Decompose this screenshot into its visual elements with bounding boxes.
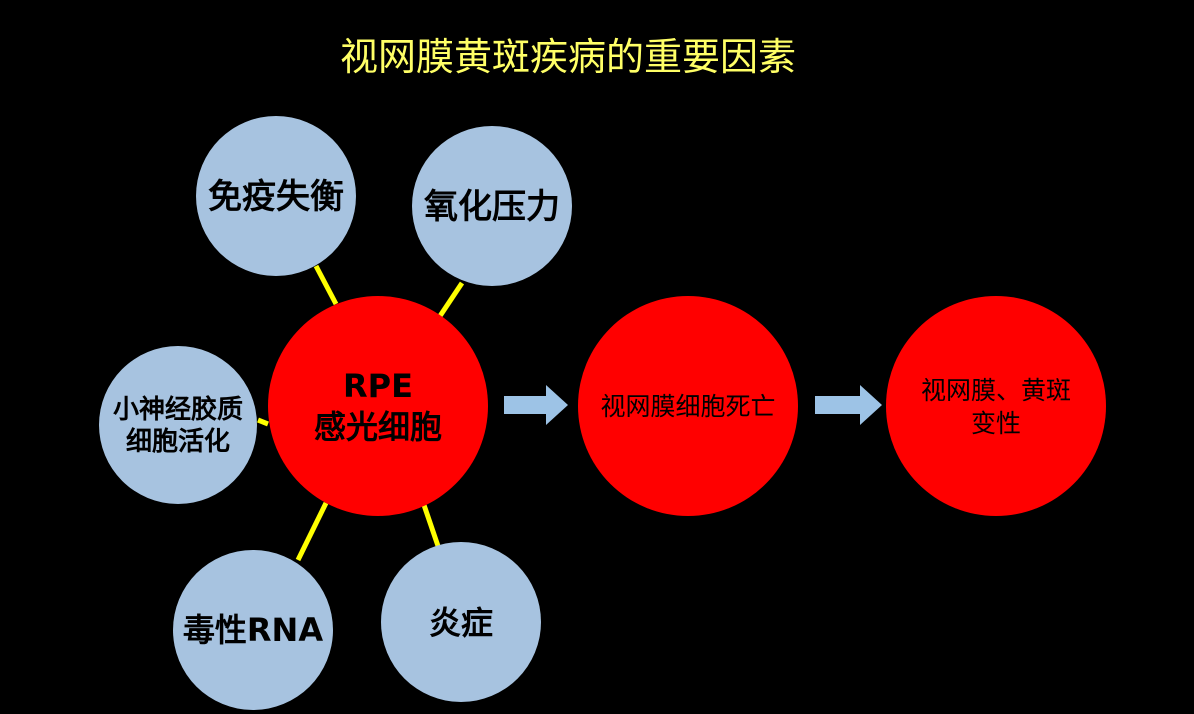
center-node-line1: RPE [343,367,413,405]
outcome-node-macular-degeneration: 视网膜、黄斑 变性 [886,296,1106,516]
page-title: 视网膜黄斑疾病的重要因素 [340,35,796,79]
satellite-microglia-activation: 小神经胶质 细胞活化 [99,346,257,504]
connector-oxidative [437,281,465,318]
outcome-label-line2: 变性 [971,409,1021,438]
connector-toxic-rna [295,501,329,562]
satellite-label-line1: 小神经胶质 [113,394,243,425]
arrow-right-icon [815,385,882,425]
satellite-label: 毒性RNA [183,611,323,649]
satellite-label: 免疫失衡 [208,177,344,217]
connector-lines [257,264,465,562]
satellite-label: 氧化压力 [424,187,560,227]
center-node-rpe: RPE 感光细胞 [268,296,488,516]
satellite-toxic-rna: 毒性RNA [173,550,333,710]
satellite-label: 炎症 [429,604,493,642]
connector-immune [313,264,339,306]
satellite-inflammation: 炎症 [381,542,541,702]
satellite-label-line2: 细胞活化 [126,426,230,457]
outcome-label: 视网膜细胞死亡 [600,392,775,421]
satellite-immune-imbalance: 免疫失衡 [196,116,356,276]
outcome-label-line1: 视网膜、黄斑 [921,376,1071,405]
connector-inflammation [421,504,441,547]
center-node-line2: 感光细胞 [314,408,442,446]
arrow-right-icon [504,385,568,425]
outcome-node-retinal-cell-death: 视网膜细胞死亡 [578,296,798,516]
connector-microglia [257,417,269,427]
satellite-oxidative-stress: 氧化压力 [412,126,572,286]
